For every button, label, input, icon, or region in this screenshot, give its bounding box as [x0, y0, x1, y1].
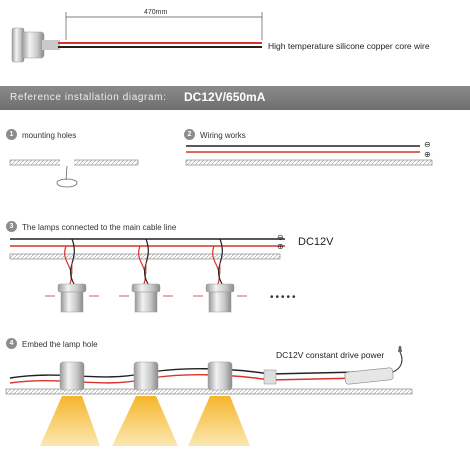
step4-label: Embed the lamp hole — [22, 340, 98, 349]
step2-number: 2 — [184, 129, 195, 140]
step3-minus-icon: ⊖ — [277, 233, 284, 242]
step4-driver — [344, 346, 403, 385]
product-cable — [58, 42, 262, 48]
step2-plus-icon: ⊕ — [424, 150, 431, 159]
cable-description: High temperature silicone copper core wi… — [268, 41, 430, 51]
step4-number: 4 — [6, 338, 17, 349]
step4-light-beams — [40, 396, 250, 446]
step2-wiring — [185, 145, 433, 166]
step3-plus-icon: ⊕ — [277, 242, 284, 251]
step1-ceiling-board — [9, 159, 139, 188]
step1-number: 1 — [6, 129, 17, 140]
step4-driver-label: DC12V constant drive power — [276, 350, 385, 360]
product-lamp-icon — [11, 27, 60, 63]
step3-number: 3 — [6, 221, 17, 232]
banner-spec: DC12V/650mA — [184, 90, 266, 104]
step2-label: Wiring works — [200, 131, 246, 140]
banner-label: Reference installation diagram: — [10, 92, 167, 103]
step3-voltage: DC12V — [298, 236, 334, 248]
step4-lamps — [59, 361, 277, 391]
step2-minus-icon: ⊖ — [424, 140, 431, 149]
cable-length-label: 470mm — [144, 9, 168, 16]
step3-continuation: ••••• — [270, 292, 298, 303]
step3-lamps — [45, 238, 247, 313]
dimension-line — [65, 12, 263, 40]
step1-label: mounting holes — [22, 131, 77, 140]
installation-banner — [0, 86, 470, 110]
step3-label: The lamps connected to the main cable li… — [22, 223, 177, 232]
